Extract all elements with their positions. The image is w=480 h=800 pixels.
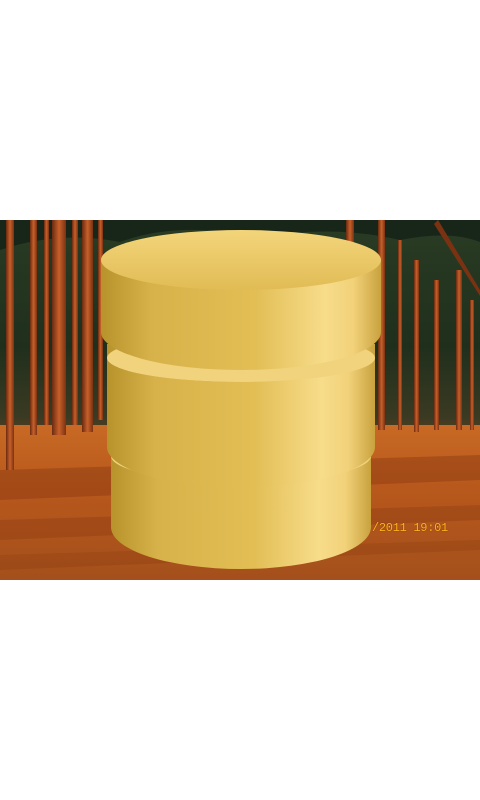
photo-timestamp: /2011 19:01 <box>372 521 448 535</box>
database-icon <box>101 230 381 569</box>
